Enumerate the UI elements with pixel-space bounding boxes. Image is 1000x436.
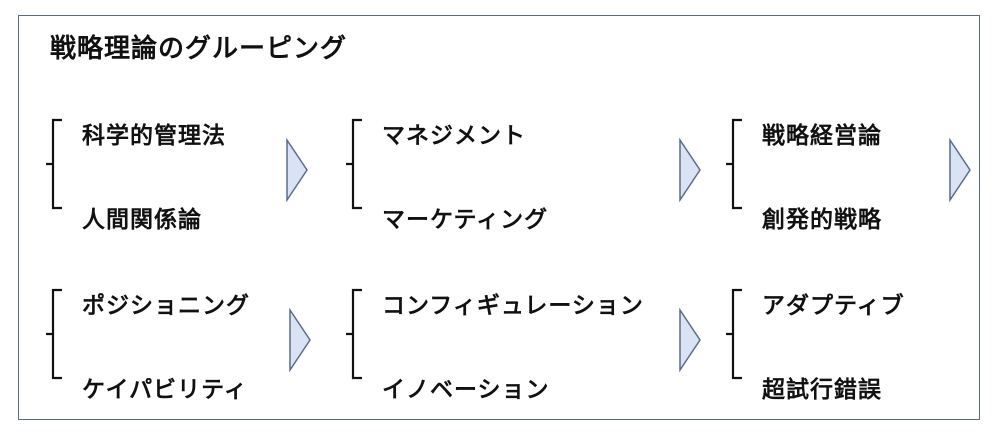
group-item-top: 科学的管理法	[82, 123, 226, 149]
diagram-title: 戦略理論のグルーピング	[50, 34, 348, 64]
right-arrow-icon	[678, 307, 702, 376]
bracket-icon	[345, 108, 365, 222]
bracket-group: マネジメントマーケティング	[345, 108, 645, 233]
bracket-icon	[725, 278, 745, 392]
diagram-frame	[18, 15, 980, 420]
group-item-bottom: イノベーション	[382, 377, 550, 403]
bracket-group: 科学的管理法人間関係論	[45, 108, 345, 233]
group-item-top: アダプティブ	[762, 293, 905, 319]
bracket-icon	[725, 108, 745, 222]
bracket-group: 戦略経営論創発的戦略	[725, 108, 1000, 233]
group-item-top: 戦略経営論	[762, 123, 882, 149]
group-item-top: コンフィギュレーション	[382, 293, 644, 319]
group-item-bottom: 人間関係論	[82, 207, 202, 233]
bracket-icon	[45, 278, 65, 392]
group-item-bottom: 超試行錯誤	[762, 377, 882, 403]
right-arrow-icon	[285, 137, 309, 206]
bracket-icon	[45, 108, 65, 222]
bracket-group: コンフィギュレーションイノベーション	[345, 278, 645, 403]
group-item-bottom: マーケティング	[382, 207, 549, 233]
bracket-group: アダプティブ超試行錯誤	[725, 278, 1000, 403]
right-arrow-icon	[678, 137, 702, 206]
group-item-bottom: 創発的戦略	[762, 207, 882, 233]
right-arrow-icon	[288, 307, 312, 376]
bracket-group: ポジショニングケイパビリティ	[45, 278, 345, 403]
bracket-icon	[345, 278, 365, 392]
right-arrow-icon	[948, 137, 972, 206]
group-item-bottom: ケイパビリティ	[82, 377, 248, 403]
group-item-top: ポジショニング	[82, 293, 250, 319]
group-item-top: マネジメント	[382, 123, 526, 149]
